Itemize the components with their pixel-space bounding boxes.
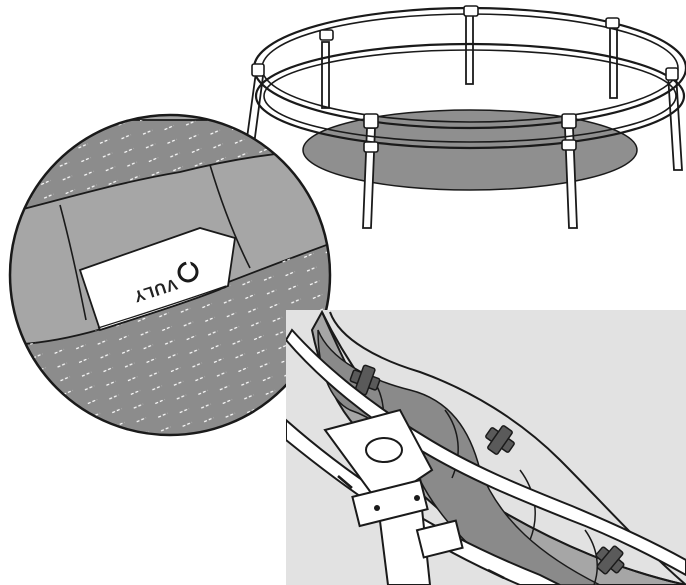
trampoline-overview	[242, 5, 686, 229]
socket-hole	[365, 437, 403, 463]
connector	[561, 113, 577, 129]
t-joint	[351, 478, 429, 528]
connector	[363, 141, 379, 153]
direction-arrows	[337, 475, 505, 580]
t-joint-lower	[415, 519, 464, 559]
clip-3	[595, 545, 625, 575]
connector	[319, 29, 334, 41]
arrow-icon	[337, 475, 353, 489]
pad-underside-detail	[286, 310, 686, 585]
leg-right	[667, 73, 683, 171]
frame-tubes	[286, 328, 686, 585]
connector	[665, 67, 679, 81]
detail-circle-border	[8, 113, 332, 437]
bottom-ring-inner	[263, 49, 677, 143]
bottom-ring-outer	[254, 42, 686, 150]
connector	[251, 63, 265, 77]
connector	[605, 17, 620, 29]
arrow-icon	[487, 568, 505, 580]
frame-connectors	[251, 5, 679, 153]
connector	[463, 5, 479, 17]
leg-back-left	[321, 41, 330, 109]
jump-mat	[302, 109, 638, 191]
pad-label-detail: VULY	[8, 113, 332, 437]
leg-back-center	[465, 11, 474, 85]
connector	[363, 113, 379, 129]
clip-2	[485, 425, 515, 455]
vuly-label-tag: VULY	[78, 227, 237, 332]
connector	[561, 139, 577, 151]
